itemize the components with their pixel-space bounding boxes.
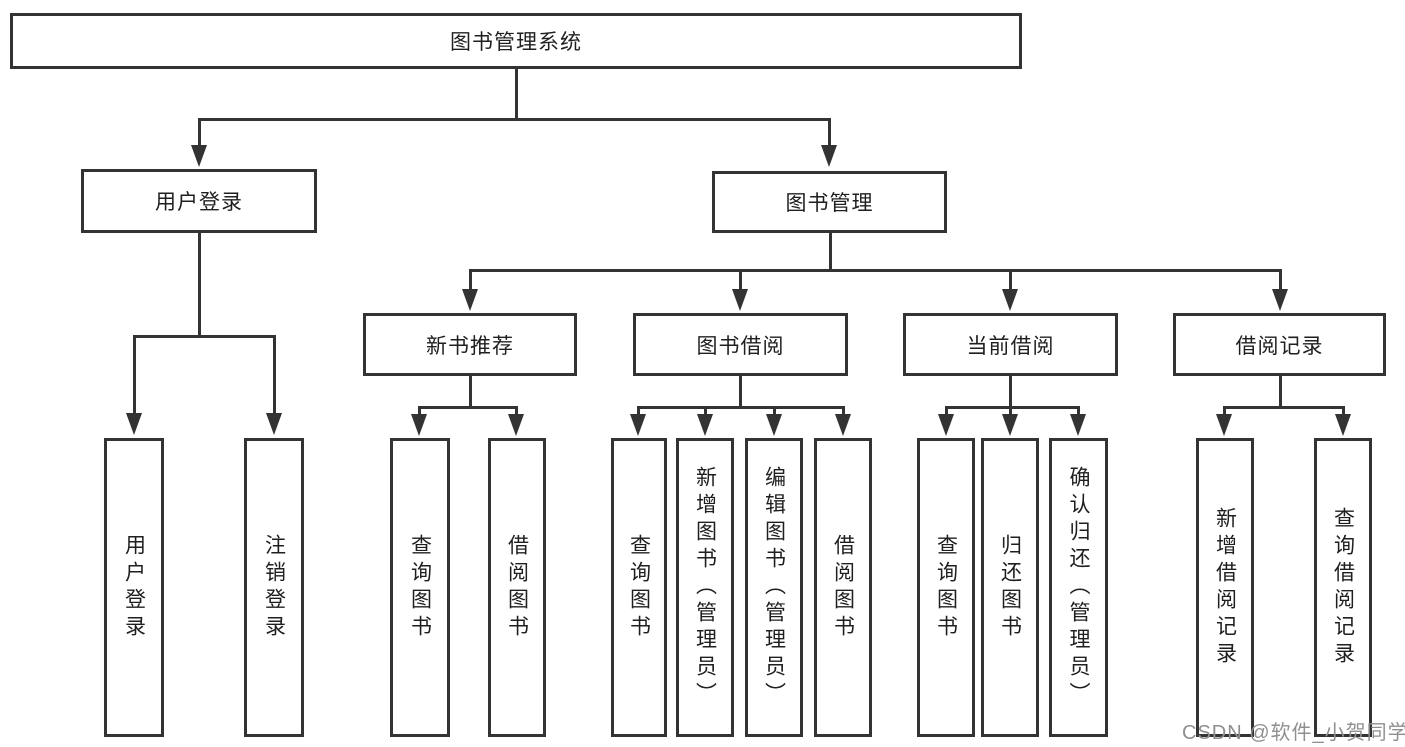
connector-root-drop-left xyxy=(198,118,201,148)
arrowhead-to-new-book-rec xyxy=(462,289,478,311)
connector-book-borrow-drop-2 xyxy=(704,406,707,416)
connector-book-borrow-crossbar xyxy=(637,406,845,409)
arrowhead-to-leaf-bb-borrow xyxy=(835,414,851,436)
leaf-bb-borrow-books-label: 借阅图书 xyxy=(831,533,855,642)
arrowhead-to-leaf-br-add xyxy=(1216,414,1232,436)
leaf-cb-query-books: 查询图书 xyxy=(917,438,975,737)
leaf-cb-confirm-return: 确认归还（管理员） xyxy=(1049,438,1108,737)
arrowhead-to-borrow-records xyxy=(1272,289,1288,311)
csdn-watermark: CSDN @软件_小贺同学 xyxy=(1182,722,1405,744)
node-user-login-label: 用户登录 xyxy=(155,191,243,214)
connector-current-borrow-drop-2 xyxy=(1009,406,1012,416)
connector-book-mgmt-drop-2 xyxy=(739,269,742,291)
leaf-logout: 注销登录 xyxy=(244,438,304,737)
node-new-book-rec: 新书推荐 xyxy=(363,313,577,376)
arrowhead-to-leaf-cb-confirm xyxy=(1070,414,1086,436)
connector-borrow-records-drop-1 xyxy=(1223,406,1226,416)
node-book-mgmt: 图书管理 xyxy=(712,171,947,233)
arrowhead-to-leaf-rec-query xyxy=(411,414,427,436)
leaf-cb-return-books-label: 归还图书 xyxy=(998,533,1022,642)
arrowhead-to-book-borrow xyxy=(732,289,748,311)
connector-book-borrow-drop-3 xyxy=(773,406,776,416)
leaf-br-query-record: 查询借阅记录 xyxy=(1314,438,1372,737)
leaf-br-add-record-label: 新增借阅记录 xyxy=(1213,506,1237,669)
leaf-bb-borrow-books: 借阅图书 xyxy=(814,438,872,737)
leaf-cb-return-books: 归还图书 xyxy=(981,438,1039,737)
node-new-book-rec-label: 新书推荐 xyxy=(426,334,514,358)
leaf-br-query-record-label: 查询借阅记录 xyxy=(1331,506,1355,669)
connector-book-mgmt-drop-4 xyxy=(1279,269,1282,291)
node-user-login: 用户登录 xyxy=(81,169,317,233)
leaf-bb-edit-books: 编辑图书（管理员） xyxy=(745,438,803,737)
leaf-bb-query-books: 查询图书 xyxy=(611,438,667,737)
connector-borrow-records-crossbar xyxy=(1223,406,1345,409)
connector-borrow-records-drop-2 xyxy=(1342,406,1345,416)
leaf-bb-add-books: 新增图书（管理员） xyxy=(676,438,734,737)
connector-user-login-drop-1 xyxy=(133,335,136,415)
connector-root-crossbar xyxy=(198,118,830,121)
connector-root-stem xyxy=(515,68,518,120)
connector-new-book-rec-stem xyxy=(469,376,472,408)
leaf-bb-query-books-label: 查询图书 xyxy=(627,533,651,642)
node-book-borrow: 图书借阅 xyxy=(633,313,848,376)
leaf-user-login-label: 用户登录 xyxy=(122,533,146,642)
connector-book-borrow-drop-4 xyxy=(842,406,845,416)
node-borrow-records: 借阅记录 xyxy=(1173,313,1386,376)
connector-book-borrow-drop-1 xyxy=(637,406,640,416)
arrowhead-to-leaf-bb-query xyxy=(630,414,646,436)
connector-book-mgmt-drop-3 xyxy=(1009,269,1012,291)
arrowhead-to-leaf-cb-query xyxy=(938,414,954,436)
connector-borrow-records-stem xyxy=(1279,376,1282,408)
connector-current-borrow-stem xyxy=(1009,376,1012,408)
connector-new-book-rec-drop-1 xyxy=(418,406,421,416)
connector-new-book-rec-drop-2 xyxy=(515,406,518,416)
connector-root-drop-right xyxy=(828,118,831,148)
arrowhead-to-leaf-user-login xyxy=(126,413,142,435)
node-root-label: 图书管理系统 xyxy=(450,31,582,54)
connector-book-mgmt-drop-1 xyxy=(469,269,472,291)
leaf-rec-query-books: 查询图书 xyxy=(390,438,450,737)
connector-new-book-rec-crossbar xyxy=(418,406,518,409)
leaf-br-add-record: 新增借阅记录 xyxy=(1196,438,1254,737)
leaf-rec-borrow-books-label: 借阅图书 xyxy=(505,533,529,642)
connector-current-borrow-drop-3 xyxy=(1077,406,1080,416)
leaf-rec-query-books-label: 查询图书 xyxy=(408,533,432,642)
arrowhead-to-leaf-cb-return xyxy=(1002,414,1018,436)
node-current-borrow-label: 当前借阅 xyxy=(966,334,1055,358)
node-book-mgmt-label: 图书管理 xyxy=(785,192,874,215)
leaf-user-login: 用户登录 xyxy=(104,438,164,737)
connector-book-mgmt-crossbar xyxy=(469,269,1282,272)
node-borrow-records-label: 借阅记录 xyxy=(1235,334,1324,358)
arrowhead-to-leaf-rec-borrow xyxy=(508,414,524,436)
connector-current-borrow-drop-1 xyxy=(945,406,948,416)
connector-book-mgmt-stem xyxy=(829,233,832,271)
leaf-rec-borrow-books: 借阅图书 xyxy=(488,438,546,737)
connector-book-borrow-stem xyxy=(739,376,742,408)
arrowhead-to-leaf-br-query xyxy=(1335,414,1351,436)
connector-user-login-drop-2 xyxy=(273,335,276,415)
arrowhead-to-leaf-bb-add xyxy=(697,414,713,436)
node-current-borrow: 当前借阅 xyxy=(903,313,1118,376)
leaf-bb-add-books-label: 新增图书（管理员） xyxy=(693,466,717,709)
connector-user-login-crossbar xyxy=(133,335,276,338)
node-root: 图书管理系统 xyxy=(10,13,1022,69)
connector-user-login-stem xyxy=(198,233,201,337)
arrowhead-to-leaf-logout xyxy=(266,413,282,435)
leaf-logout-label: 注销登录 xyxy=(262,533,286,642)
arrowhead-to-leaf-bb-edit xyxy=(766,414,782,436)
node-book-borrow-label: 图书借阅 xyxy=(696,334,785,358)
arrowhead-to-book-mgmt xyxy=(821,145,837,167)
leaf-cb-query-books-label: 查询图书 xyxy=(934,533,958,642)
connector-current-borrow-crossbar xyxy=(945,406,1080,409)
leaf-bb-edit-books-label: 编辑图书（管理员） xyxy=(762,466,786,709)
leaf-cb-confirm-return-label: 确认归还（管理员） xyxy=(1067,466,1090,709)
arrowhead-to-current-borrow xyxy=(1002,289,1018,311)
arrowhead-to-user-login xyxy=(191,145,207,167)
